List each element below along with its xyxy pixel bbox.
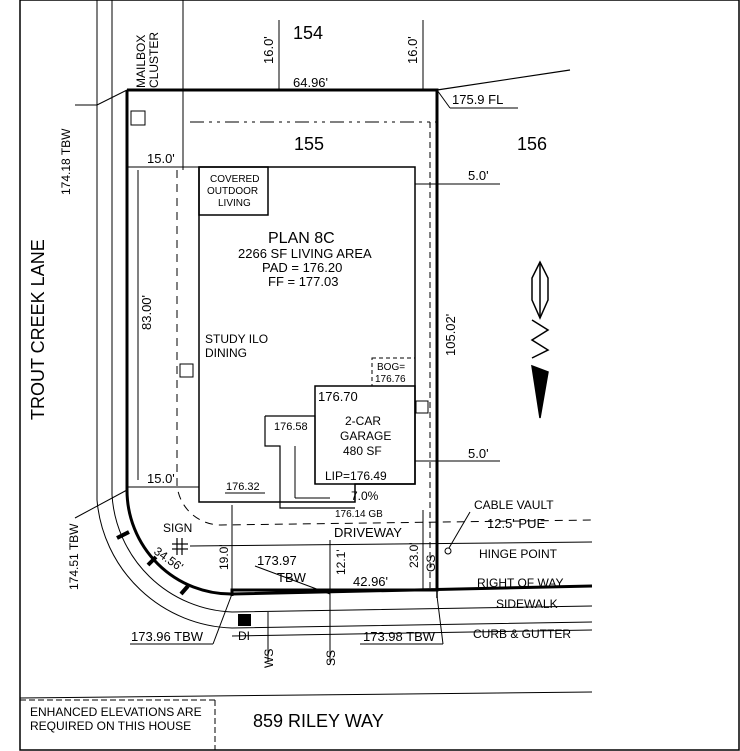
covered-3: LIVING (218, 198, 251, 209)
leader-tbw-nw-diag (96, 89, 128, 106)
leader-tbw-sw (74, 489, 128, 519)
garage-2: GARAGE (340, 429, 391, 443)
elev-176-14-gb: 176.14 GB (335, 509, 383, 520)
sidewalk-label: SIDEWALK (496, 597, 558, 611)
bog-label: BOG= (377, 362, 405, 373)
elev-173-97: 173.97 (257, 553, 297, 568)
leader-173-96-diag (212, 593, 233, 645)
di-label: DI (238, 629, 250, 643)
street-west-name: TROUT CREEK LANE (28, 239, 48, 420)
street-south-name: 859 RILEY WAY (253, 711, 384, 731)
ff-elev: FF = 177.03 (268, 274, 338, 289)
lot-155-label: 155 (294, 134, 324, 154)
cable-vault-marker (444, 547, 452, 555)
elev-174-18-tbw: 174.18 TBW (59, 128, 73, 195)
curb-hatch (146, 555, 158, 567)
sign-label: SIGN (163, 521, 192, 535)
elev-174-51-tbw: 174.51 TBW (67, 523, 81, 590)
dim-105: 105.02' (443, 314, 458, 356)
drain-inlet (238, 614, 251, 626)
lot-156-label: 156 (517, 134, 547, 154)
garage-1: 2-CAR (345, 414, 381, 428)
dim-5-top: 5.0' (468, 168, 489, 183)
dim-16-right: 16.0' (405, 36, 420, 64)
cable-vault-label: CABLE VAULT (474, 498, 554, 512)
elev-176-32: 176.32 (226, 481, 260, 493)
tbw-center: TBW (277, 570, 307, 585)
covered-outdoor-living-outline (198, 166, 269, 216)
dim-15-bottom: 15.0' (147, 471, 175, 486)
dim-64-96: 64.96' (293, 75, 328, 90)
lot-154-label: 154 (293, 23, 323, 43)
curb-line (96, 499, 593, 629)
bog-value: 176.76 (375, 374, 406, 385)
leader-173-97 (254, 565, 331, 595)
gs-label: GS (424, 555, 438, 572)
garage-step-outline (264, 415, 355, 509)
slope-label: 7.0% (351, 489, 379, 503)
elev-173-96-tbw: 173.96 TBW (131, 629, 204, 644)
dim-12-1: 12.1' (334, 549, 348, 575)
driveway-label: DRIVEWAY (334, 525, 402, 540)
dim-42-96: 42.96' (353, 574, 388, 589)
mailbox-box (130, 110, 146, 126)
covered-2: OUTDOOR (207, 186, 258, 197)
dim-5-bottom: 5.0' (468, 446, 489, 461)
hinge-point-label: HINGE POINT (479, 547, 558, 561)
lip-elev: LIP=176.49 (325, 469, 387, 483)
utility-box (179, 363, 194, 378)
mailbox-label: MAILBOX (134, 35, 148, 88)
sidewalk-line (111, 494, 593, 613)
plan-title: PLAN 8C (268, 230, 335, 247)
dim-16-left: 16.0' (261, 36, 276, 64)
pue-label: 12.5' PUE (487, 516, 545, 531)
living-area: 2266 SF LIVING AREA (238, 246, 372, 261)
dim-15-top: 15.0' (147, 151, 175, 166)
curb-hatch (116, 530, 130, 540)
gutter-line (231, 629, 593, 637)
sign-icon (172, 538, 188, 555)
hose-bib (415, 400, 429, 414)
study-1: STUDY ILO (205, 332, 268, 346)
bog-box (371, 357, 416, 387)
hinge-point-line (189, 541, 593, 547)
ws-label: WS (262, 649, 276, 668)
note-line-1: ENHANCED ELEVATIONS ARE (30, 705, 202, 719)
lot-line-154-east (436, 69, 571, 91)
elev-173-98-tbw: 173.98 TBW (363, 629, 436, 644)
dim-19: 19.0' (217, 544, 231, 570)
covered-1: COVERED (210, 174, 259, 185)
pad-elev: PAD = 176.20 (262, 260, 342, 275)
ss-label: SS (324, 650, 338, 666)
dim-83: 83.00' (139, 295, 154, 330)
study-2: DINING (205, 346, 247, 360)
right-of-way-label: RIGHT OF WAY (477, 576, 563, 590)
note-line-2: REQUIRED ON THIS HOUSE (30, 719, 191, 733)
garage-3: 480 SF (343, 444, 382, 458)
dim-23: 23.0' (407, 542, 421, 568)
curb-hatch (179, 584, 190, 596)
mailbox-label-2: CLUSTER (147, 32, 161, 88)
north-arrow-icon (530, 260, 550, 419)
leader-fl (436, 89, 451, 109)
street-south-edge (19, 691, 593, 699)
leader-cable (448, 511, 471, 549)
garage-floor: 176.70 (318, 389, 358, 404)
curb-label: CURB & GUTTER (473, 627, 571, 641)
elev-175-9-fl: 175.9 FL (452, 92, 503, 107)
garage-step-elev: 176.58 (274, 421, 308, 433)
leader-173-98-diag (436, 595, 444, 645)
drawing-border (19, 0, 740, 751)
